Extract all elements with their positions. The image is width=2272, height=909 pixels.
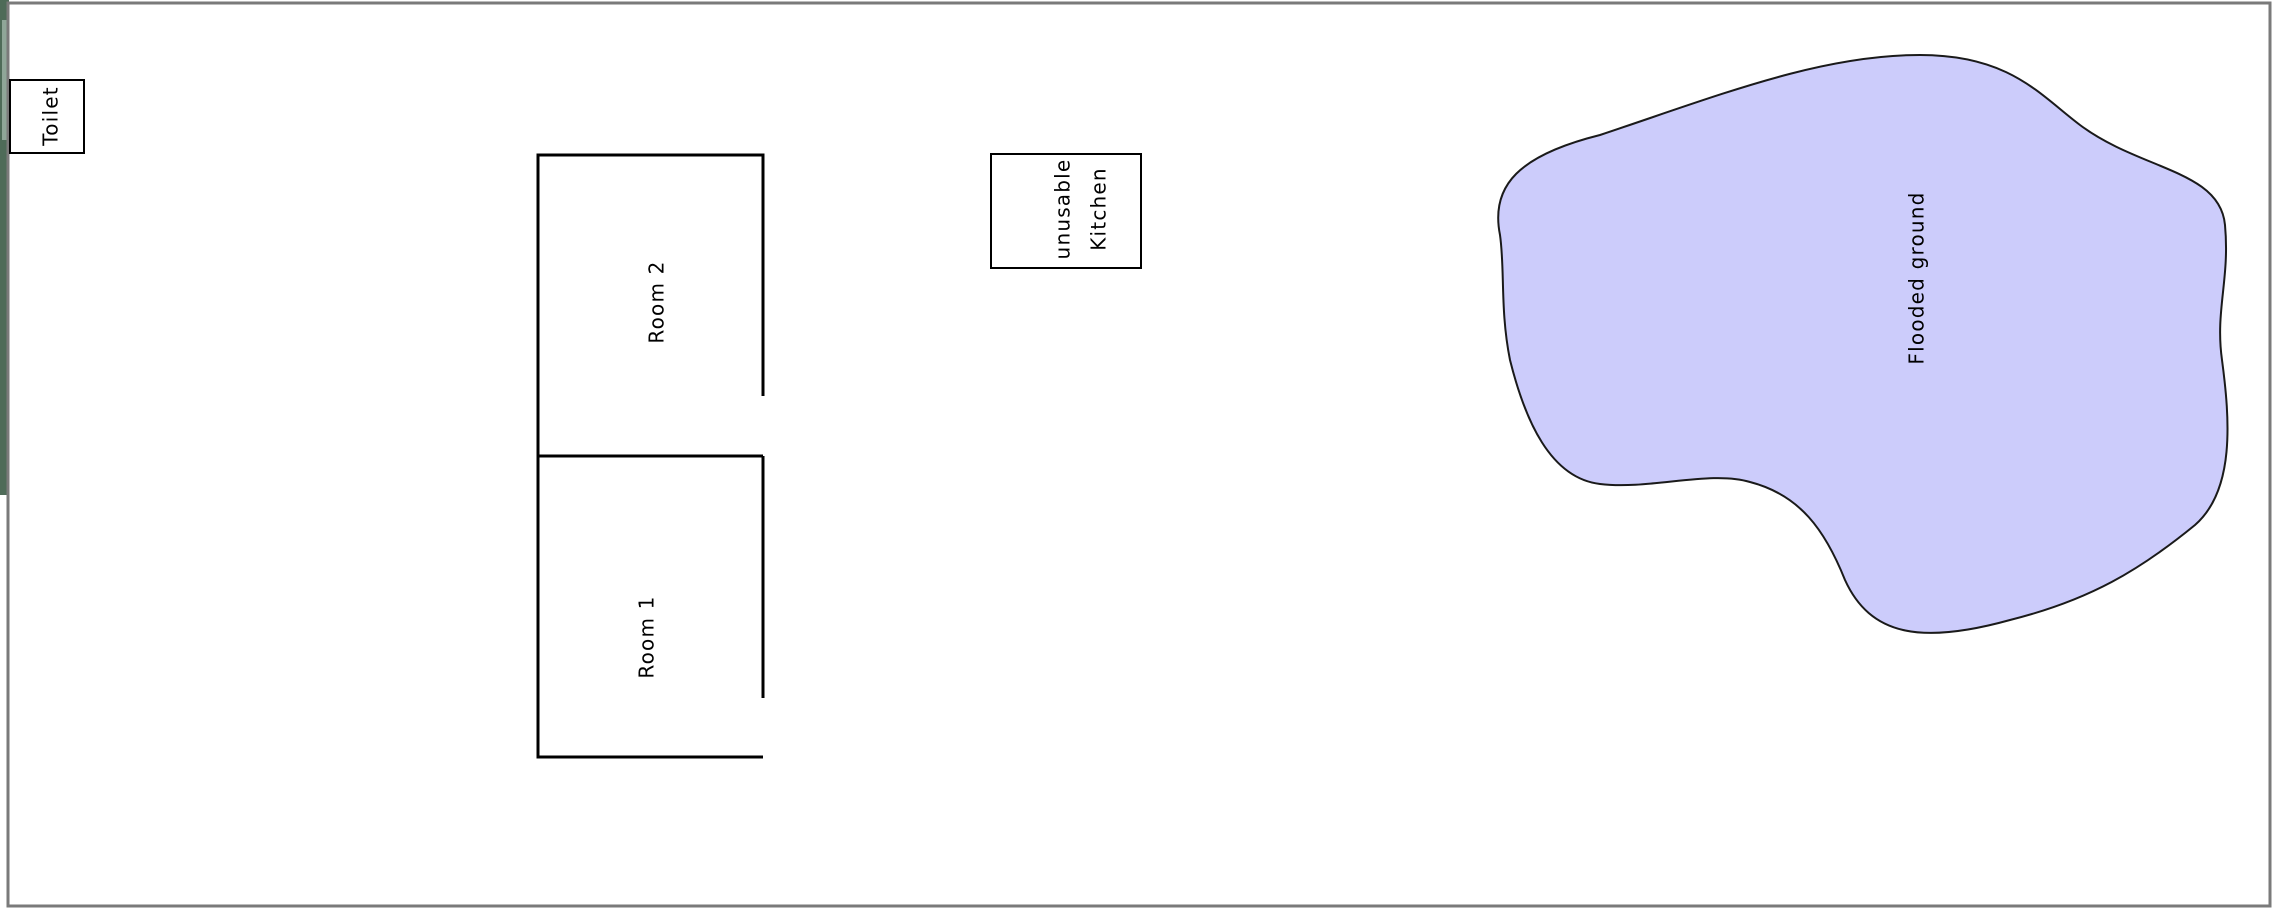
kitchen-label-unusable: unusable (1051, 159, 1075, 260)
room-2-label: Room 2 (645, 260, 669, 343)
left-photo-strip-highlight (2, 20, 7, 140)
flooded-ground-label: Flooded ground (1905, 191, 1929, 364)
room-1-label: Room 1 (635, 595, 659, 678)
flooded-ground-area (1498, 55, 2227, 633)
kitchen-label-kitchen: Kitchen (1087, 167, 1111, 251)
flooded-ground: Flooded ground (1498, 55, 2227, 633)
toilet: Toilet (10, 80, 84, 153)
room-2: Room 2 (538, 155, 763, 456)
room-1: Room 1 (538, 456, 763, 757)
kitchen: unusable Kitchen (991, 154, 1141, 268)
toilet-label: Toilet (39, 86, 63, 147)
